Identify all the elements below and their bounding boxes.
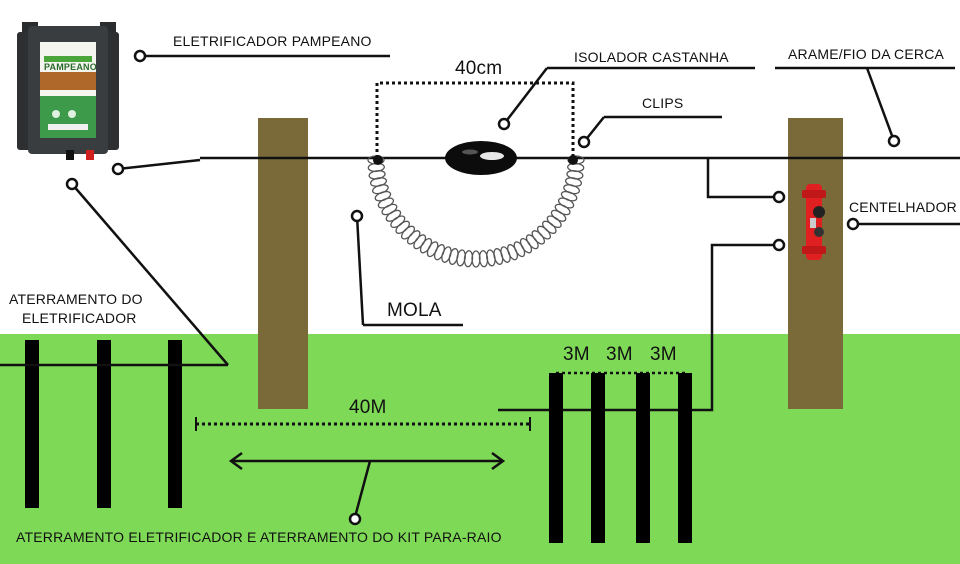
leader-fence-wire xyxy=(865,67,896,142)
spring-coil-loop xyxy=(377,197,395,209)
spark-gap-device xyxy=(802,184,826,260)
leader-caption xyxy=(353,460,372,518)
spring-coil-loop xyxy=(368,170,386,180)
leader-dot-spark-gap xyxy=(846,217,860,231)
dimension-40cm-bracket xyxy=(375,81,575,158)
label-clips: CLIPS xyxy=(642,95,684,111)
leader-spring xyxy=(355,215,365,326)
fence-post-right xyxy=(788,118,843,409)
fence-post-left xyxy=(258,118,308,409)
device-brand-label: PAMPEANO xyxy=(44,62,97,72)
arrow-head-left xyxy=(228,451,243,471)
spring-coil-loop xyxy=(500,246,511,263)
label-ground-line1: ATERRAMENTO DO xyxy=(9,291,143,307)
spark-gap-wire-top xyxy=(706,158,775,199)
leader-dot-insulator xyxy=(497,117,511,131)
spring-coil-loop xyxy=(426,241,439,258)
spring-coil-loop xyxy=(441,246,452,263)
spring-coil-loop xyxy=(513,241,526,258)
leader-ground-electrifier xyxy=(71,183,229,366)
label-spring: MOLA xyxy=(387,300,442,321)
spring-coil-loop xyxy=(506,244,519,261)
spring-coil-loop xyxy=(564,177,583,187)
spring-coil-loop xyxy=(557,197,575,209)
spark-gap-terminal-top xyxy=(772,190,786,204)
label-spacing-1: 3M xyxy=(563,344,590,365)
label-ground-line2: ELETRIFICADOR xyxy=(22,310,137,326)
clip-left xyxy=(373,155,383,165)
label-bottom-caption: ATERRAMENTO ELETRIFICADOR E ATERRAMENTO … xyxy=(16,529,502,545)
spring-coil-loop xyxy=(546,215,562,229)
leader-dot-caption xyxy=(348,512,362,526)
spring-coil-loop xyxy=(433,244,446,261)
wire-end-dot xyxy=(111,162,125,176)
label-spacing-2: 3M xyxy=(606,344,633,365)
electrifier-device xyxy=(17,22,119,160)
label-spark-gap: CENTELHADOR xyxy=(849,199,957,215)
spring-coil-loop xyxy=(419,237,433,254)
fence-wire xyxy=(117,158,201,171)
leader-dot-electrifier xyxy=(133,49,147,63)
leader-dot-ground xyxy=(65,177,79,191)
spark-gap-terminal-bottom xyxy=(772,238,786,252)
label-electrifier: ELETRIFICADOR PAMPEANO xyxy=(173,33,372,49)
arrow-head-right xyxy=(491,451,506,471)
spring-coil-loop xyxy=(519,237,533,254)
leader-dot-fence-wire xyxy=(887,134,901,148)
leader-dot-clips xyxy=(577,135,591,149)
label-40cm: 40cm xyxy=(455,58,503,79)
spring-coil-loop xyxy=(471,250,481,268)
label-insulator: ISOLADOR CASTANHA xyxy=(574,49,729,65)
clip-right xyxy=(568,155,578,165)
leader-insulator xyxy=(503,67,548,125)
insulator-castanha xyxy=(445,141,517,175)
label-40m: 40M xyxy=(349,397,387,418)
spring-coil-loop xyxy=(560,190,578,202)
label-spacing-3: 3M xyxy=(650,344,677,365)
label-fence-wire: ARAME/FIO DA CERCA xyxy=(788,46,945,62)
leader-dot-spring xyxy=(350,209,364,223)
